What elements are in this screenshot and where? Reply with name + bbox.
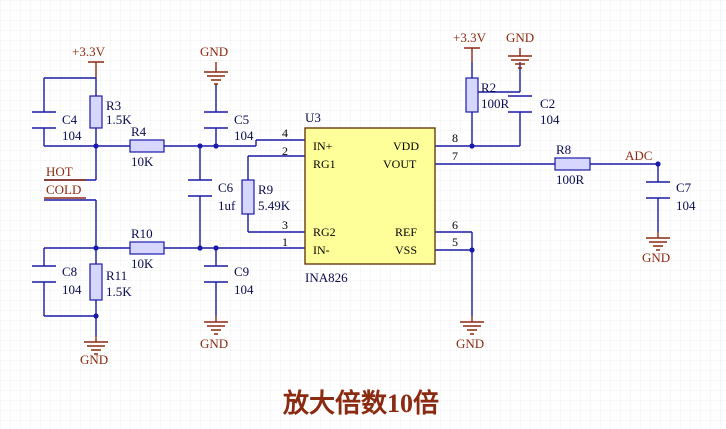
power-symbols: +3.3V +3.3V GND GND GND GND GND GND — [72, 30, 670, 367]
pin-num-4: 4 — [282, 126, 288, 140]
junctions — [93, 143, 661, 319]
gnd-c2-label: GND — [506, 30, 534, 45]
pin-vout: VOUT — [383, 157, 417, 171]
capacitor-c4: C4 104 — [32, 111, 82, 143]
resistor-r11: R11 1.5K — [89, 263, 132, 301]
svg-text:C7: C7 — [676, 180, 692, 195]
svg-text:R10: R10 — [131, 226, 153, 241]
resistor-r2: R2 100R — [465, 77, 510, 113]
gain-title: 放大倍数10倍 — [282, 388, 439, 418]
svg-text:104: 104 — [234, 282, 254, 297]
resistor-r4: R4 10K — [129, 124, 165, 169]
capacitor-c2: C2 104 — [508, 95, 560, 127]
capacitor-c5: C5 104 — [204, 111, 254, 143]
ina826-chip: U3 INA826 IN+ RG1 RG2 IN- VDD VOUT REF V… — [282, 110, 458, 285]
svg-text:R8: R8 — [556, 142, 571, 157]
resistor-r3: R3 1.5K — [89, 95, 132, 129]
gnd-bl-label: GND — [80, 352, 108, 367]
capacitor-c6: C6 1uf — [188, 179, 236, 213]
resistor-r9: R9 5.49K — [241, 179, 291, 215]
svg-text:C5: C5 — [234, 112, 249, 127]
vcc-right-label: +3.3V — [453, 30, 487, 45]
svg-text:5.49K: 5.49K — [258, 198, 291, 213]
pin-rg2: RG2 — [313, 225, 336, 239]
gnd-c9-label: GND — [200, 336, 228, 351]
pin-in-minus: IN- — [313, 243, 330, 257]
pin-num-3: 3 — [282, 218, 288, 232]
vcc-right-symbol — [464, 47, 480, 62]
svg-text:100R: 100R — [481, 96, 510, 111]
pin-num-8: 8 — [452, 131, 458, 145]
pin-rg1: RG1 — [313, 157, 336, 171]
pin-num-2: 2 — [282, 144, 288, 158]
svg-text:C2: C2 — [540, 96, 555, 111]
svg-text:104: 104 — [540, 112, 560, 127]
svg-text:R9: R9 — [258, 182, 273, 197]
resistor-r8: R8 100R — [554, 142, 591, 187]
hot-net-label: HOT — [46, 164, 73, 179]
capacitor-c9: C9 104 — [204, 264, 254, 297]
chip-part: INA826 — [305, 270, 348, 285]
svg-text:100R: 100R — [556, 172, 585, 187]
svg-text:104: 104 — [62, 128, 82, 143]
vcc-left-symbol — [88, 61, 104, 78]
cold-net-label: COLD — [46, 182, 81, 197]
gnd-c2-symbol — [508, 48, 532, 69]
capacitor-c7: C7 104 — [646, 180, 696, 213]
svg-text:1.5K: 1.5K — [106, 112, 132, 127]
gnd-c9-symbol — [204, 316, 228, 335]
gnd-bl-symbol — [84, 336, 108, 355]
gnd-c7-label: GND — [642, 250, 670, 265]
pin-num-1: 1 — [282, 235, 288, 249]
pin-vss: VSS — [395, 243, 417, 257]
gnd-vss-label: GND — [456, 336, 484, 351]
adc-net-label: ADC — [625, 148, 652, 163]
svg-text:1.5K: 1.5K — [106, 284, 132, 299]
svg-text:C4: C4 — [62, 112, 78, 127]
chip-body — [304, 127, 436, 265]
svg-text:104: 104 — [676, 198, 696, 213]
pin-ref: REF — [395, 225, 417, 239]
chip-ref: U3 — [305, 110, 321, 125]
pin-vdd: VDD — [393, 139, 419, 153]
pin-num-5: 5 — [452, 235, 458, 249]
pin-num-6: 6 — [452, 218, 458, 232]
capacitor-c8: C8 104 — [32, 264, 82, 297]
wires — [43, 62, 659, 336]
svg-text:C8: C8 — [62, 264, 77, 279]
pin-num-7: 7 — [452, 149, 458, 163]
svg-text:10K: 10K — [131, 256, 154, 271]
svg-text:R11: R11 — [106, 268, 127, 283]
svg-text:R2: R2 — [481, 80, 496, 95]
svg-text:1uf: 1uf — [218, 198, 236, 213]
svg-text:R4: R4 — [131, 124, 147, 139]
pin-in-plus: IN+ — [313, 139, 333, 153]
gnd-vss-symbol — [460, 316, 484, 335]
svg-text:R3: R3 — [106, 98, 121, 113]
svg-text:C9: C9 — [234, 264, 249, 279]
vcc-left-label: +3.3V — [72, 44, 106, 59]
gnd-c7-symbol — [646, 232, 670, 251]
svg-text:104: 104 — [62, 282, 82, 297]
resistor-r10: R10 10K — [129, 226, 165, 271]
svg-text:104: 104 — [234, 128, 254, 143]
svg-text:C6: C6 — [218, 180, 234, 195]
svg-text:10K: 10K — [131, 154, 154, 169]
gnd-c5-label: GND — [200, 44, 228, 59]
gnd-c5-symbol — [204, 62, 228, 85]
